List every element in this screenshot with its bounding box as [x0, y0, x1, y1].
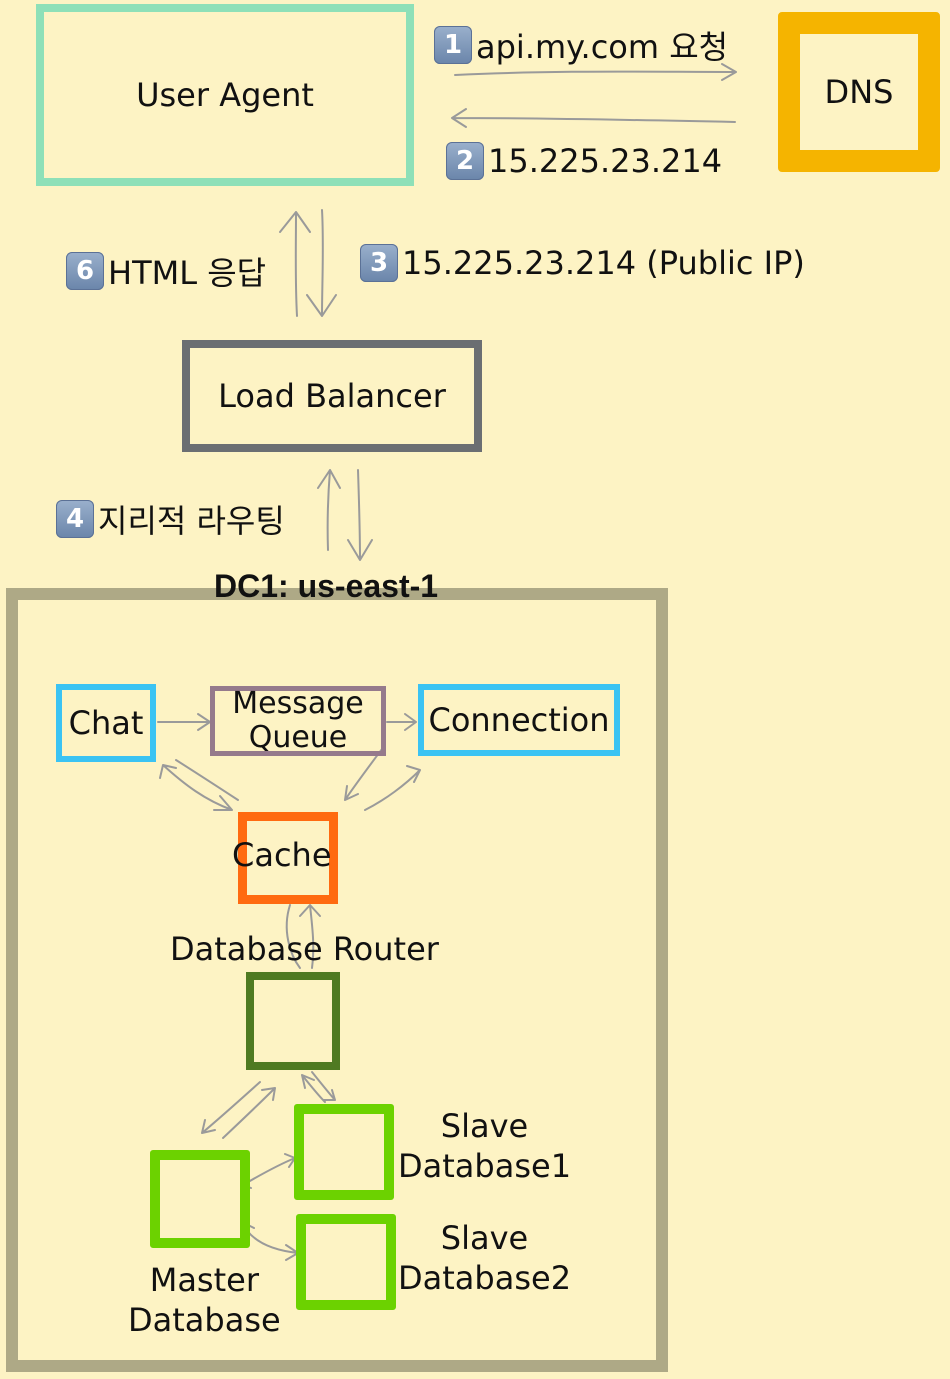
dns-label: DNS: [824, 73, 894, 111]
slave-database2-node: [296, 1214, 396, 1310]
step-2-badge: 2: [446, 142, 484, 180]
step-4: 4 지리적 라우팅: [56, 496, 285, 542]
cache-label: Cache: [232, 836, 332, 874]
chat-label: Chat: [68, 704, 144, 742]
database-router-label: Database Router: [170, 930, 439, 968]
datacenter-container: [6, 588, 668, 1372]
step-3-text: 15.225.23.214 (Public IP): [402, 244, 805, 282]
user-agent-node: User Agent: [36, 4, 414, 186]
step-6-text: HTML 응답: [108, 254, 267, 292]
step-6: 6 HTML 응답: [66, 248, 266, 294]
slave-database1-label: Slave Database1: [398, 1107, 572, 1185]
message-queue-label: Message Queue: [232, 686, 364, 755]
arrow-connection-cache: [344, 744, 421, 811]
step-3: 3 15.225.23.214 (Public IP): [360, 244, 805, 282]
arrow-request-dns: [454, 63, 737, 81]
step-2: 2 15.225.23.214: [446, 142, 722, 180]
step-6-badge: 6: [66, 252, 104, 290]
master-database-label: Master Database: [128, 1261, 281, 1339]
database-router-node: [246, 972, 340, 1070]
cache-node: [238, 812, 338, 904]
arrow-ip-request: [306, 209, 337, 317]
arrow-cache-router: [285, 904, 321, 969]
user-agent-label: User Agent: [136, 76, 314, 114]
arrow-lb-to-dc: [347, 469, 373, 561]
step-1: 1 api.my.com 요청: [434, 22, 728, 68]
step-2-text: 15.225.23.214: [488, 142, 723, 180]
arrow-queue-to-connection: [386, 713, 417, 731]
arrow-router-slave1: [301, 1071, 336, 1103]
dns-node: DNS: [778, 12, 940, 172]
arrow-html-response: [279, 211, 311, 317]
master-database-node: [150, 1150, 250, 1248]
step-1-badge: 1: [434, 26, 472, 64]
slave-database2-label: Slave Database2: [398, 1219, 572, 1297]
chat-node: Chat: [56, 684, 156, 762]
message-queue-node: Message Queue: [210, 686, 386, 756]
load-balancer-node: Load Balancer: [182, 340, 482, 452]
connection-node: Connection: [418, 684, 620, 756]
load-balancer-label: Load Balancer: [218, 377, 446, 415]
datacenter-title: DC1: us-east-1: [214, 568, 439, 604]
step-4-badge: 4: [56, 500, 94, 538]
arrow-dns-response: [451, 108, 736, 128]
slave-database1-node: [294, 1104, 394, 1200]
step-3-badge: 3: [360, 244, 398, 282]
connection-label: Connection: [428, 701, 610, 739]
arrow-chat-cache: [159, 759, 239, 811]
arrow-dc-to-lb: [317, 469, 341, 551]
step-4-text: 지리적 라우팅: [98, 502, 285, 540]
step-1-text: api.my.com 요청: [476, 28, 729, 66]
arrow-router-master: [201, 1081, 276, 1139]
